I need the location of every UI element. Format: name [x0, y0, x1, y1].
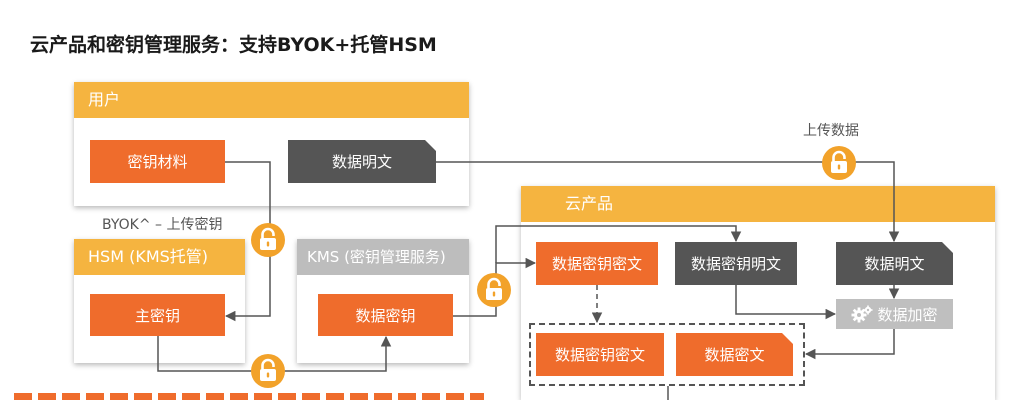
encrypt-to-ciphertext-connector: [804, 329, 895, 360]
master-key-box: 主密钥: [90, 294, 225, 336]
encrypted-data-key-box: 数据密钥密文: [536, 242, 658, 285]
kms-panel-title: KMS (密钥管理服务): [297, 239, 469, 275]
data-key-box: 数据密钥: [318, 294, 453, 336]
byok-upload-key-label: BYOK^ – 上传密钥: [102, 217, 223, 233]
plaintext-data-cloud-box: 数据明文: [836, 242, 953, 285]
plaintext-data-key-box: 数据密钥明文: [675, 242, 797, 285]
lock-icon: [822, 146, 856, 180]
plain-dek-to-encrypt-connector: [735, 285, 837, 320]
encrypted-data-box: 数据密文: [676, 333, 793, 376]
lock-icon: [477, 273, 511, 307]
data-encryption-step: 数据加密: [836, 299, 953, 329]
page-title: 云产品和密钥管理服务：支持BYOK+托管HSM: [30, 34, 437, 56]
lock-icon: [251, 354, 285, 388]
stored-encrypted-data-key-box: 数据密钥密文: [536, 333, 664, 376]
cut-off-caption-fragment: [14, 393, 484, 400]
cloud-product-panel-title: 云产品: [521, 186, 995, 222]
upload-data-label: 上传数据: [803, 123, 859, 139]
data-key-to-plain-dek-connector: [495, 225, 742, 263]
key-material-box: 密钥材料: [90, 140, 225, 183]
user-panel-title: 用户: [74, 82, 469, 118]
plaintext-data-user-box: 数据明文: [288, 140, 436, 183]
gear-icon: [851, 305, 873, 323]
hsm-panel-title: HSM (KMS托管): [74, 239, 245, 275]
upload-data-connector: [436, 161, 900, 243]
lock-icon: [251, 223, 285, 257]
data-encryption-label: 数据加密: [877, 305, 938, 324]
